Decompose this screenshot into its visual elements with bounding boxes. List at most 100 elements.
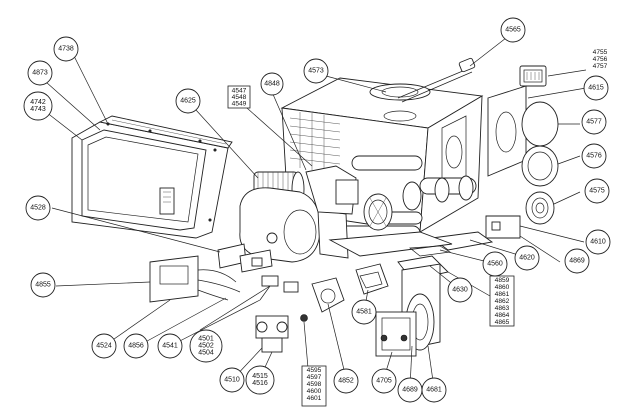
callout-label: 4565 [505, 27, 521, 34]
callout-label: 4576 [586, 153, 602, 160]
callout-label: 4524 [96, 343, 112, 350]
callout-bubble [482, 251, 508, 277]
clip-bracket [355, 263, 389, 295]
group-line: 4598 [307, 381, 322, 388]
callout-4625: 4625 [175, 88, 201, 114]
callout-groups: 4547 4548 4549 4755 4756 4757 4859 4860 … [227, 49, 608, 407]
callout-label: 4855 [35, 282, 51, 289]
gas-valve [311, 277, 345, 313]
group-box-4547: 4547 4548 4549 [227, 85, 251, 109]
callout-bubble [351, 299, 377, 325]
callout-bubble [584, 178, 610, 204]
exhaust-tube [397, 57, 476, 103]
callout-bubble [25, 195, 51, 221]
wire-harness [149, 255, 241, 303]
callout-label: 4502 [198, 343, 214, 350]
collar-ring [521, 145, 559, 187]
callout-label: 4501 [198, 336, 214, 343]
callout-4855: 4855 [30, 272, 56, 298]
callout-bubble [564, 248, 590, 274]
callout-4576: 4576 [581, 143, 607, 169]
group-line: 4548 [232, 94, 247, 101]
callout-4852: 4852 [333, 368, 359, 394]
callout-label: 4738 [58, 46, 74, 53]
callout-label: 4681 [426, 387, 442, 394]
callout-label: 4630 [452, 287, 468, 294]
group-line: 4755 [593, 49, 608, 56]
callout-4738: 4738 [53, 36, 79, 62]
callout-bubble [421, 377, 447, 403]
callout-4610: 4610 [585, 229, 611, 255]
blower-housing [239, 187, 349, 263]
callout-label: 4856 [128, 343, 144, 350]
limit-switch [259, 275, 299, 301]
vent-collar [525, 191, 555, 225]
callout-bubble [260, 72, 284, 96]
group-line: 4865 [495, 319, 510, 326]
callout-label: 4541 [162, 343, 178, 350]
solenoid-valve [255, 314, 308, 353]
callout-label: 4504 [198, 350, 214, 357]
callout-label: 4743 [30, 106, 46, 113]
callout-4573: 4573 [303, 58, 329, 84]
callout-bubble [585, 229, 611, 255]
callout-4541: 4541 [157, 333, 183, 359]
group-line: 4549 [232, 101, 247, 108]
group-line: 4597 [307, 374, 322, 381]
callout-label: 4516 [252, 380, 268, 387]
callout-bubble [447, 277, 473, 303]
vent-cap [519, 65, 547, 87]
group-line: 4863 [495, 305, 510, 312]
callout-4565: 4565 [500, 17, 526, 43]
callout-bubble [30, 272, 56, 298]
callout-label: 4705 [376, 378, 392, 385]
callout-label: 4515 [252, 373, 268, 380]
callout-label: 4620 [519, 255, 535, 262]
callout-4681: 4681 [421, 377, 447, 403]
group-line: 4862 [495, 298, 510, 305]
callout-bubble [500, 17, 526, 43]
control-board [217, 243, 273, 273]
leader-lines [45, 37, 587, 389]
callout-label: 4577 [586, 119, 602, 126]
callout-label: 4615 [588, 85, 604, 92]
callout-label: 4560 [487, 261, 503, 268]
group-line: 4601 [307, 395, 322, 402]
callout-bubble [514, 245, 540, 271]
group-box-4859: 4859 4860 4861 4862 4863 4864 4865 [489, 275, 515, 327]
callout-4856: 4856 [123, 333, 149, 359]
burner-assembly [375, 263, 441, 357]
callout-4873: 4873 [27, 60, 53, 86]
callout-4630: 4630 [447, 277, 473, 303]
callout-4560: 4560 [482, 251, 508, 277]
group-box-4755: 4755 4756 4757 [593, 49, 608, 70]
callout-bubble [219, 367, 245, 393]
group-line: 4859 [495, 277, 510, 284]
callout-4869: 4869 [564, 248, 590, 274]
callout-bubble [333, 368, 359, 394]
callout-label: 4873 [32, 70, 48, 77]
group-box-4595: 4595 4597 4598 4600 4601 [301, 365, 327, 407]
callout-4848: 4848 [260, 72, 284, 96]
callout-label: 4852 [338, 378, 354, 385]
callout-4524: 4524 [91, 333, 117, 359]
group-line: 4861 [495, 291, 510, 298]
callout-bubble [23, 91, 53, 121]
parts-artwork [71, 57, 559, 357]
callout-4577: 4577 [581, 109, 607, 135]
callout-4528: 4528 [25, 195, 51, 221]
callout-bubble [189, 329, 223, 363]
callout-4705: 4705 [371, 368, 397, 394]
group-line: 4756 [593, 56, 608, 63]
callout-bubble [371, 368, 397, 394]
callout-4689: 4689 [397, 377, 423, 403]
callout-label: 4581 [356, 309, 372, 316]
callout-bubble [175, 88, 201, 114]
callout-4615: 4615 [583, 75, 609, 101]
